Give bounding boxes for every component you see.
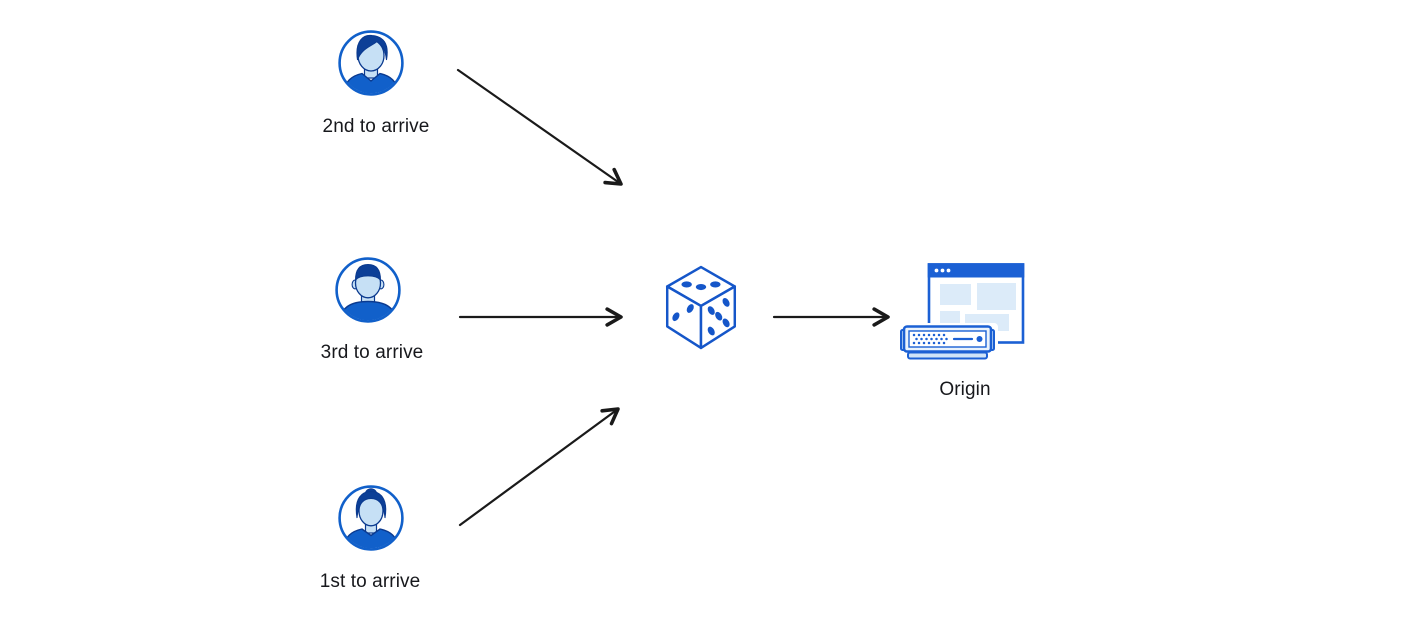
- origin-browser-server-icon: [899, 263, 1025, 360]
- arrow-second-to-dice: [456, 68, 623, 186]
- man-avatar-icon: [338, 30, 404, 96]
- man-flattop-avatar-icon: [335, 257, 401, 323]
- label-origin: Origin: [939, 379, 991, 400]
- label-first-visitor: 1st to arrive: [319, 571, 421, 592]
- server-icon: [899, 323, 998, 360]
- woman-avatar-icon: [338, 485, 404, 551]
- label-second-visitor: 2nd to arrive: [322, 116, 430, 137]
- dice-icon: [665, 265, 737, 350]
- arrow-first-to-dice: [458, 407, 620, 527]
- label-third-visitor: 3rd to arrive: [320, 342, 424, 363]
